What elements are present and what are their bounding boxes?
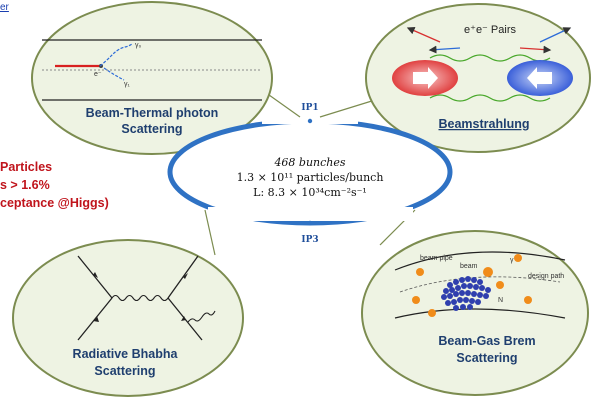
label-bhabha-2: Scattering (94, 364, 155, 378)
bubble-beam-gas-brem: beam pipe beam design path γ N Beam- (361, 230, 589, 396)
red-line-2: s > 1.6% (0, 178, 50, 192)
electron-label: e⁻ (94, 71, 102, 78)
label-beamstrahlung: Beamstrahlung (439, 117, 530, 131)
gamma1-label: γ₁ (124, 81, 131, 88)
red-line-3: ceptance @Higgs) (0, 196, 109, 210)
left-red-text: Particles s > 1.6% ceptance @Higgs) (0, 160, 109, 210)
ip3-label: IP3 (301, 235, 318, 245)
pairs-title: e⁺e⁻ Pairs (464, 24, 516, 36)
beam-pipe-label: beam pipe (420, 255, 453, 262)
ip1-label: IP1 (301, 103, 318, 113)
beam-bunch (441, 276, 491, 311)
beam-label: beam (460, 263, 478, 270)
label-brem-2: Scattering (456, 351, 517, 365)
nucleus-label: N (498, 297, 503, 304)
design-path-label: design path (528, 273, 564, 280)
gas-nuclei (412, 254, 532, 317)
red-line-1: Particles (0, 160, 52, 174)
ring-particles: 1.3 × 10¹¹ particles/bunch (237, 171, 384, 184)
label-brem-1: Beam-Gas Brem (438, 334, 535, 348)
label-bhabha-1: Radiative Bhabha (73, 347, 179, 361)
bubble-beamstrahlung: e⁺e⁻ Pairs Beamstrahlung (365, 3, 591, 153)
gamma0-label: γ₀ (135, 42, 142, 49)
ring-luminosity: L: 8.3 × 10³⁴cm⁻²s⁻¹ (253, 186, 367, 199)
collider-ring: IP1 IP3 468 bunches 1.3 × 10¹¹ particles… (167, 103, 453, 245)
ring-bunches: 468 bunches (273, 156, 345, 169)
gamma-label: γ (510, 257, 514, 264)
bubble-beam-thermal: γ₀ γ₁ e⁻ Beam-Thermal photon Scattering (31, 1, 273, 155)
impact-star (483, 267, 493, 277)
label-beam-thermal-2: Scattering (121, 122, 182, 136)
label-beam-thermal-1: Beam-Thermal photon (86, 106, 219, 120)
bubble-radiative-bhabha: Radiative Bhabha Scattering (12, 239, 244, 397)
top-link[interactable]: er (0, 2, 10, 13)
